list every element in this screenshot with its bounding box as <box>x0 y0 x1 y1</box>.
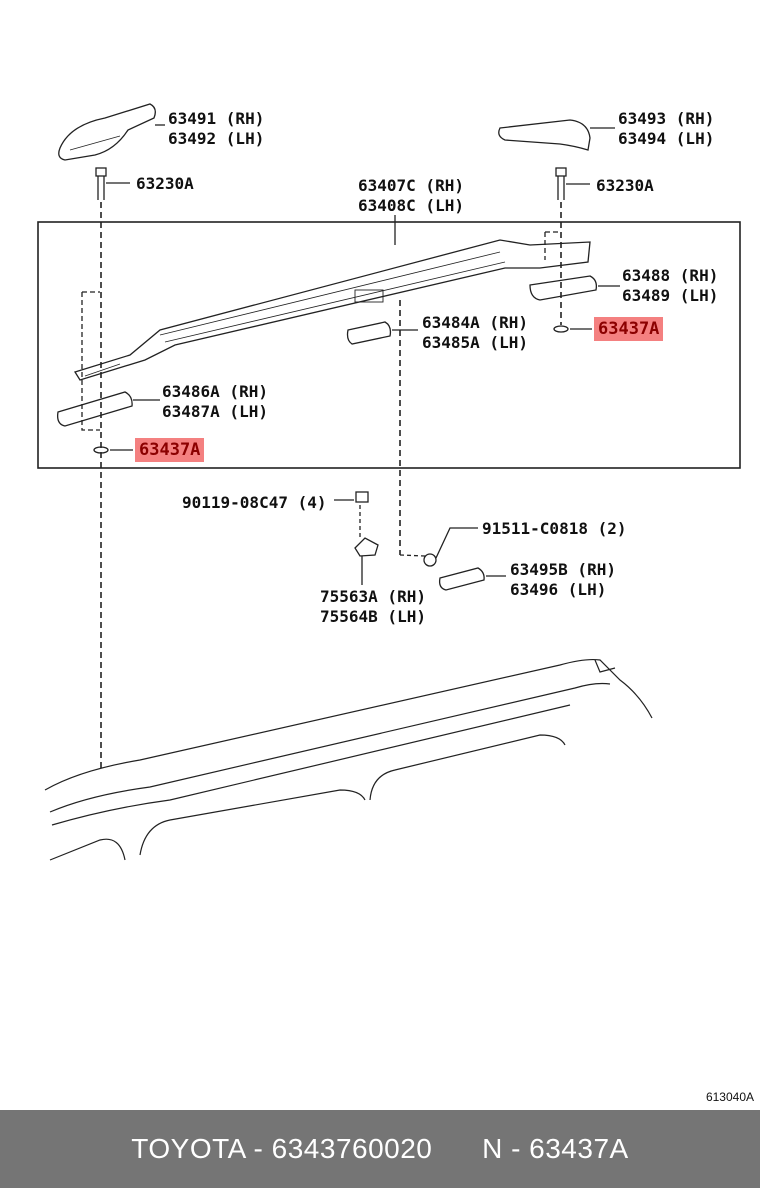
label-75564b: 75564B (LH) <box>320 607 426 626</box>
bolt-right-shape <box>555 167 590 200</box>
label-63489: 63489 (LH) <box>622 286 719 305</box>
label-63485a: 63485A (LH) <box>422 333 528 352</box>
label-63492: 63492 (LH) <box>168 129 265 148</box>
label-63407c: 63407C (RH) <box>358 176 464 195</box>
label-63488: 63488 (RH) <box>622 266 719 285</box>
cover-63495-shape <box>438 567 485 591</box>
end-cover-left-shape <box>58 103 156 161</box>
screw-91511-shape <box>423 527 478 567</box>
label-63230a-left: 63230A <box>136 174 194 193</box>
support-right-shape <box>529 275 598 301</box>
label-63486a: 63486A (RH) <box>162 382 268 401</box>
label-63484a: 63484A (RH) <box>422 313 528 332</box>
footer-part-number: TOYOTA - 6343760020 <box>131 1133 433 1164</box>
label-63408c: 63408C (LH) <box>358 196 464 215</box>
highlight-63437a-right: 63437A <box>594 317 664 341</box>
bracket-75563-shape <box>354 537 379 585</box>
label-90119: 90119-08C47 (4) <box>182 493 327 512</box>
footer-bar: TOYOTA - 6343760020 N - 63437A <box>0 1110 760 1188</box>
label-63495b: 63495B (RH) <box>510 560 616 579</box>
vehicle-roof-shape <box>44 658 653 861</box>
bolt-left-shape <box>95 167 130 200</box>
highlight-63437a-left: 63437A <box>135 438 205 462</box>
assembly-frame <box>37 221 741 469</box>
washer-left-shape <box>93 446 109 454</box>
label-91511: 91511-C0818 (2) <box>482 519 627 538</box>
label-63493: 63493 (RH) <box>618 109 715 128</box>
parts-diagram <box>37 103 741 861</box>
washer-right-shape <box>553 325 569 333</box>
bolt-90119-shape <box>334 491 369 503</box>
label-75563a: 75563A (RH) <box>320 587 426 606</box>
end-cover-right-shape <box>498 119 591 151</box>
roof-rail-shape <box>74 239 591 381</box>
footer-spacer <box>432 1133 482 1165</box>
label-63494: 63494 (LH) <box>618 129 715 148</box>
label-63496: 63496 (LH) <box>510 580 607 599</box>
label-63487a: 63487A (LH) <box>162 402 268 421</box>
label-63230a-right: 63230A <box>596 176 654 195</box>
support-left-shape <box>57 391 133 427</box>
label-63491: 63491 (RH) <box>168 109 265 128</box>
diagram-code: 613040A <box>705 1090 754 1104</box>
cap-center-shape <box>346 321 392 345</box>
footer-catalog-code: N - 63437A <box>482 1133 629 1164</box>
